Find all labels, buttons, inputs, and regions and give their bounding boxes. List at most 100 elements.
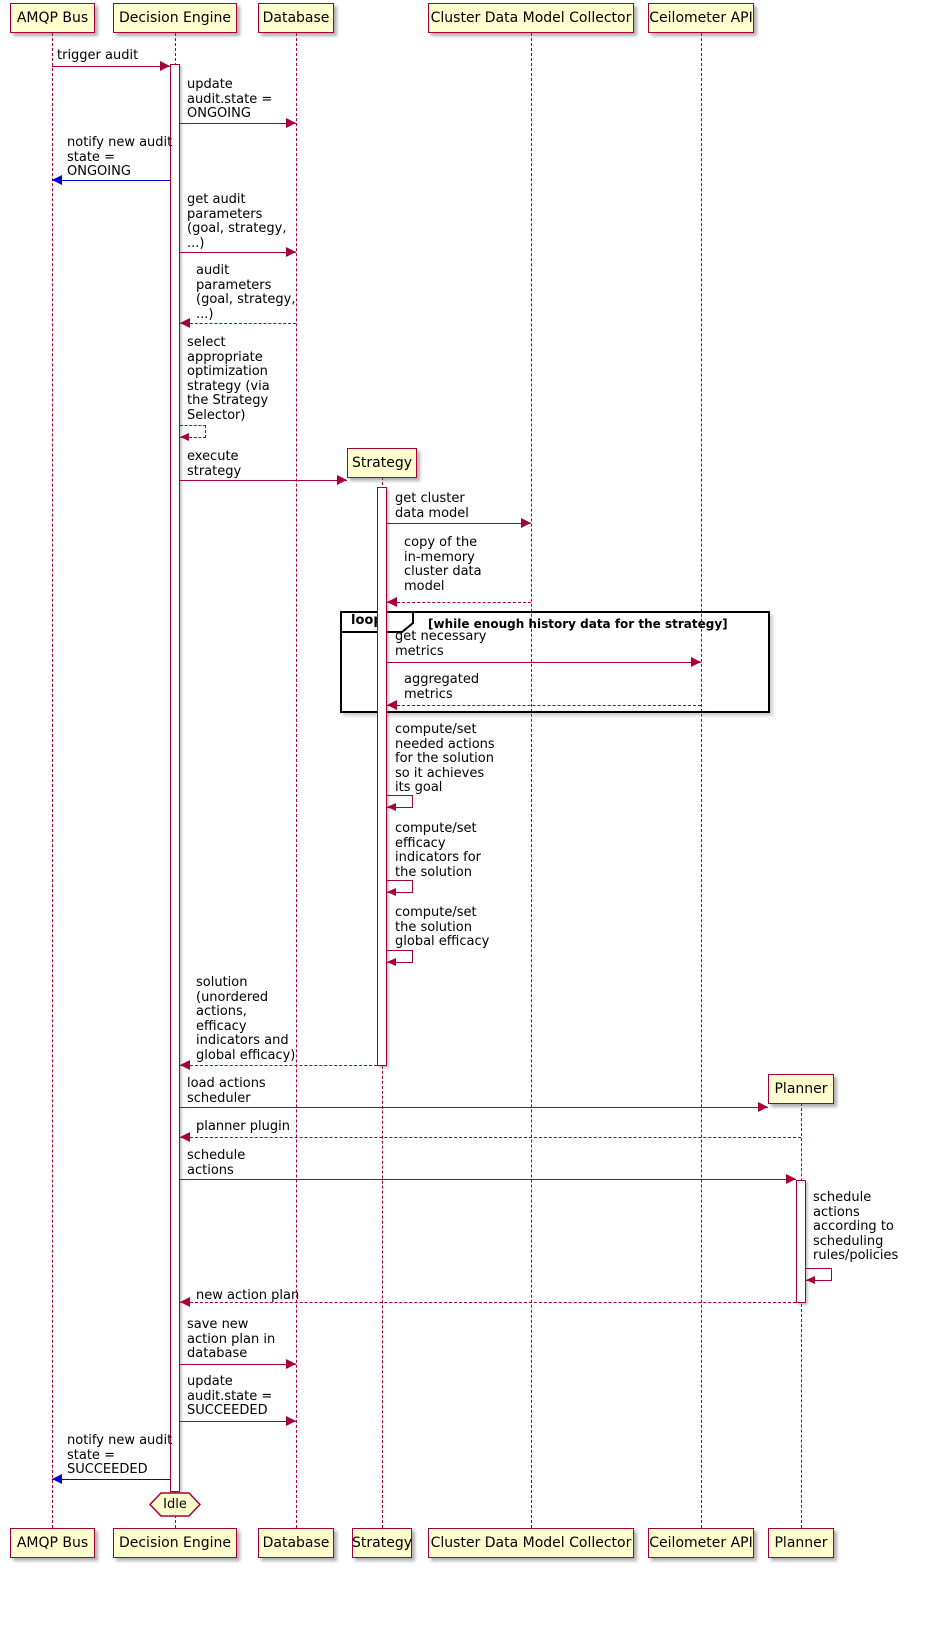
- activation-strategy: [377, 487, 387, 1066]
- message-label-notify-ongoing: notify new audit state = ONGOING: [67, 135, 173, 180]
- participant-ceilometer-top: Ceilometer API: [648, 3, 754, 33]
- message-label-trigger-audit: trigger audit: [57, 48, 139, 63]
- arrow-notify-ongoing: [52, 180, 170, 181]
- arrowhead: [180, 1132, 190, 1142]
- participant-label: Planner: [774, 1535, 828, 1551]
- message-label-load-actions-scheduler: load actions scheduler: [187, 1076, 266, 1106]
- return-arrow-aggregated-metrics: [387, 705, 701, 706]
- message-label-schedule-per-rules: schedule actions according to scheduling…: [813, 1190, 899, 1264]
- message-label-audit-parameters-return: audit parameters (goal, strategy, ...): [196, 263, 296, 322]
- arrowhead: [387, 597, 397, 607]
- arrow-load-actions-scheduler: [180, 1107, 768, 1108]
- message-label-compute-needed-actions: compute/set needed actions for the solut…: [395, 722, 495, 796]
- lifeline-database: [296, 33, 297, 1528]
- participant-database-top: Database: [258, 3, 334, 33]
- participant-label: Strategy: [352, 1535, 412, 1551]
- arrowhead: [180, 1297, 190, 1307]
- message-label-compute-efficacy-indicators: compute/set efficacy indicators for the …: [395, 821, 482, 880]
- participant-label: Database: [262, 1535, 330, 1551]
- message-label-execute-strategy: execute strategy: [187, 449, 242, 479]
- activation-planner: [796, 1180, 806, 1303]
- idle-state-hexagon: Idle: [148, 1492, 202, 1517]
- self-arrow-compute-efficacy-indicators: [387, 880, 413, 893]
- arrowhead: [286, 1359, 296, 1369]
- return-arrow-copy-cluster-model: [387, 602, 531, 603]
- arrow-update-audit-ongoing: [180, 123, 296, 124]
- activation-decision-engine: [170, 64, 180, 1492]
- hexagon-shape: [148, 1492, 202, 1517]
- participant-decision-engine-top: Decision Engine: [113, 3, 237, 33]
- loop-condition: [while enough history data for the strat…: [428, 617, 728, 631]
- message-label-save-action-plan: save new action plan in database: [187, 1317, 276, 1362]
- participant-label: Cluster Data Model Collector: [430, 10, 632, 26]
- arrowhead: [180, 433, 189, 441]
- lifeline-planner: [801, 1103, 802, 1528]
- arrow-get-necessary-metrics: [387, 662, 701, 663]
- message-label-schedule-actions: schedule actions: [187, 1148, 246, 1178]
- lifeline-amqp-bus: [52, 33, 53, 1528]
- participant-label: Ceilometer API: [649, 1535, 753, 1551]
- participant-label: Cluster Data Model Collector: [430, 1535, 632, 1551]
- message-label-get-audit-parameters: get audit parameters (goal, strategy, ..…: [187, 192, 287, 251]
- participant-planner-created: Planner: [768, 1074, 834, 1104]
- participant-label: Strategy: [352, 455, 412, 471]
- arrowhead: [52, 1474, 62, 1484]
- participant-decision-engine-bottom: Decision Engine: [113, 1528, 237, 1558]
- arrowhead: [160, 61, 170, 71]
- participant-label: AMQP Bus: [16, 10, 89, 26]
- participant-strategy-created: Strategy: [347, 448, 417, 478]
- return-arrow-audit-parameters: [180, 323, 296, 324]
- message-label-select-strategy: select appropriate optimization strategy…: [187, 335, 270, 423]
- idle-label: Idle: [163, 1497, 187, 1512]
- arrowhead: [758, 1102, 768, 1112]
- arrow-save-action-plan: [180, 1364, 296, 1365]
- self-arrow-select-strategy: [180, 425, 206, 438]
- arrowhead: [286, 118, 296, 128]
- arrow-get-cluster-data-model: [387, 523, 531, 524]
- participant-label: Planner: [774, 1081, 828, 1097]
- arrowhead: [387, 958, 396, 966]
- arrowhead: [786, 1174, 796, 1184]
- participant-strategy-bottom: Strategy: [352, 1528, 412, 1558]
- loop-label: loop: [351, 613, 383, 628]
- message-label-new-action-plan: new action plan: [196, 1288, 300, 1303]
- message-label-aggregated-metrics: aggregated metrics: [404, 672, 480, 702]
- message-label-solution-return: solution (unordered actions, efficacy in…: [196, 975, 296, 1063]
- arrowhead: [286, 247, 296, 257]
- arrowhead: [180, 1060, 190, 1070]
- participant-label: Decision Engine: [118, 10, 232, 26]
- message-label-update-audit-succeeded: update audit.state = SUCCEEDED: [187, 1374, 273, 1419]
- arrow-get-audit-parameters: [180, 252, 296, 253]
- arrowhead: [387, 888, 396, 896]
- lifeline-cluster-collector: [531, 33, 532, 1528]
- participant-label: AMQP Bus: [16, 1535, 89, 1551]
- participant-label: Database: [262, 10, 330, 26]
- message-label-get-cluster-data-model: get cluster data model: [395, 491, 469, 521]
- arrow-notify-succeeded: [52, 1479, 170, 1480]
- arrowhead: [286, 1416, 296, 1426]
- participant-cluster-collector-bottom: Cluster Data Model Collector: [428, 1528, 634, 1558]
- arrowhead: [521, 518, 531, 528]
- return-arrow-solution: [180, 1065, 377, 1066]
- arrowhead: [337, 475, 347, 485]
- lifeline-ceilometer: [701, 33, 702, 1528]
- message-label-notify-succeeded: notify new audit state = SUCCEEDED: [67, 1433, 173, 1478]
- arrowhead: [691, 657, 701, 667]
- participant-ceilometer-bottom: Ceilometer API: [648, 1528, 754, 1558]
- message-label-get-necessary-metrics: get necessary metrics: [395, 629, 487, 659]
- arrow-execute-strategy: [180, 480, 347, 481]
- participant-cluster-collector-top: Cluster Data Model Collector: [428, 3, 634, 33]
- arrowhead: [387, 700, 397, 710]
- message-label-update-audit-ongoing: update audit.state = ONGOING: [187, 77, 273, 122]
- arrowhead: [52, 175, 62, 185]
- participant-label: Decision Engine: [118, 1535, 232, 1551]
- arrow-trigger-audit: [52, 66, 170, 67]
- message-label-planner-plugin: planner plugin: [196, 1119, 290, 1134]
- participant-amqp-bus-top: AMQP Bus: [10, 3, 95, 33]
- arrow-update-audit-succeeded: [180, 1421, 296, 1422]
- arrowhead: [180, 318, 190, 328]
- self-arrow-compute-global-efficacy: [387, 950, 413, 963]
- arrow-schedule-actions: [180, 1179, 796, 1180]
- participant-amqp-bus-bottom: AMQP Bus: [10, 1528, 95, 1558]
